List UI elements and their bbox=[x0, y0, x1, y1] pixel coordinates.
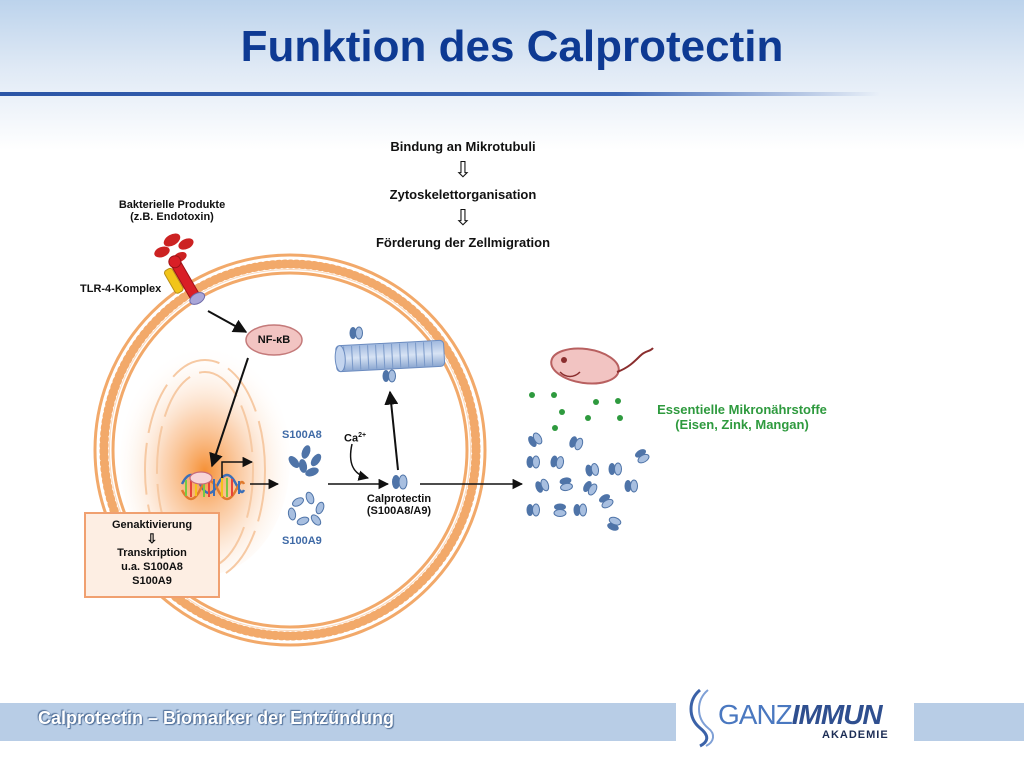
micronutrient-dots bbox=[529, 392, 623, 431]
chain-arrow-1: ⇩ bbox=[453, 157, 473, 182]
receptor-to-nfkb-arrow bbox=[207, 310, 248, 333]
calprotectin-to-microtubule-arrow bbox=[384, 390, 399, 471]
gene-activation-text: Genaktivierung ⇩ Transkription u.a. S100… bbox=[111, 519, 193, 587]
bacterial-products-label: Bakterielle Produkte (z.B. Endotoxin) bbox=[118, 199, 226, 223]
dna-helix bbox=[180, 471, 246, 501]
header-background bbox=[0, 0, 1024, 150]
title-underline bbox=[0, 92, 880, 96]
tlr4-receptor-icon bbox=[163, 255, 206, 305]
chain-step-microtubule-binding: Bindung an Mikrotubuli bbox=[390, 139, 536, 154]
s100a8-monomers bbox=[288, 445, 322, 477]
chain-step-cell-migration: Förderung der Zellmigration bbox=[375, 235, 551, 250]
logo-subtitle: AKADEMIE bbox=[822, 729, 889, 741]
s100a8-label: S100A8 bbox=[282, 429, 322, 441]
calcium-arrow bbox=[349, 443, 370, 481]
microtubule-bound-calprotectin bbox=[349, 326, 396, 383]
calprotectin-label: Calprotectin (S100A8/A9) bbox=[366, 493, 432, 517]
chain-arrow-2: ⇩ bbox=[453, 205, 473, 230]
chain-step-cytoskeleton: Zytoskelettorganisation bbox=[389, 187, 537, 202]
cell-membrane bbox=[93, 253, 487, 647]
bacterium-icon bbox=[550, 347, 654, 385]
promoter-marker bbox=[189, 471, 213, 485]
micronutrients-label: Essentielle Mikronährstoffe (Eisen, Zink… bbox=[657, 402, 827, 432]
nfkb-ellipse bbox=[245, 324, 303, 356]
tlr4-label: TLR-4-Komplex bbox=[80, 283, 162, 295]
ganzimmun-logo bbox=[676, 686, 914, 748]
nfkb-to-dna-arrow bbox=[209, 357, 249, 468]
microtubule bbox=[334, 339, 446, 373]
logo-wordmark: GANZIMMUN bbox=[718, 699, 883, 730]
gene-activation-box bbox=[84, 512, 220, 598]
extracellular-calprotectin-cluster bbox=[526, 432, 650, 531]
calcium-label: Ca2+ bbox=[344, 432, 367, 445]
footer-caption: Calprotectin – Biomarker der Entzündung bbox=[38, 708, 395, 728]
slide-title: Funktion des Calprotectin bbox=[240, 22, 784, 71]
s100a9-label: S100A9 bbox=[282, 535, 322, 547]
nfkb-label: NF-κB bbox=[257, 334, 291, 346]
s100a9-monomers bbox=[287, 491, 325, 526]
calprotectin-dimer bbox=[392, 474, 408, 490]
